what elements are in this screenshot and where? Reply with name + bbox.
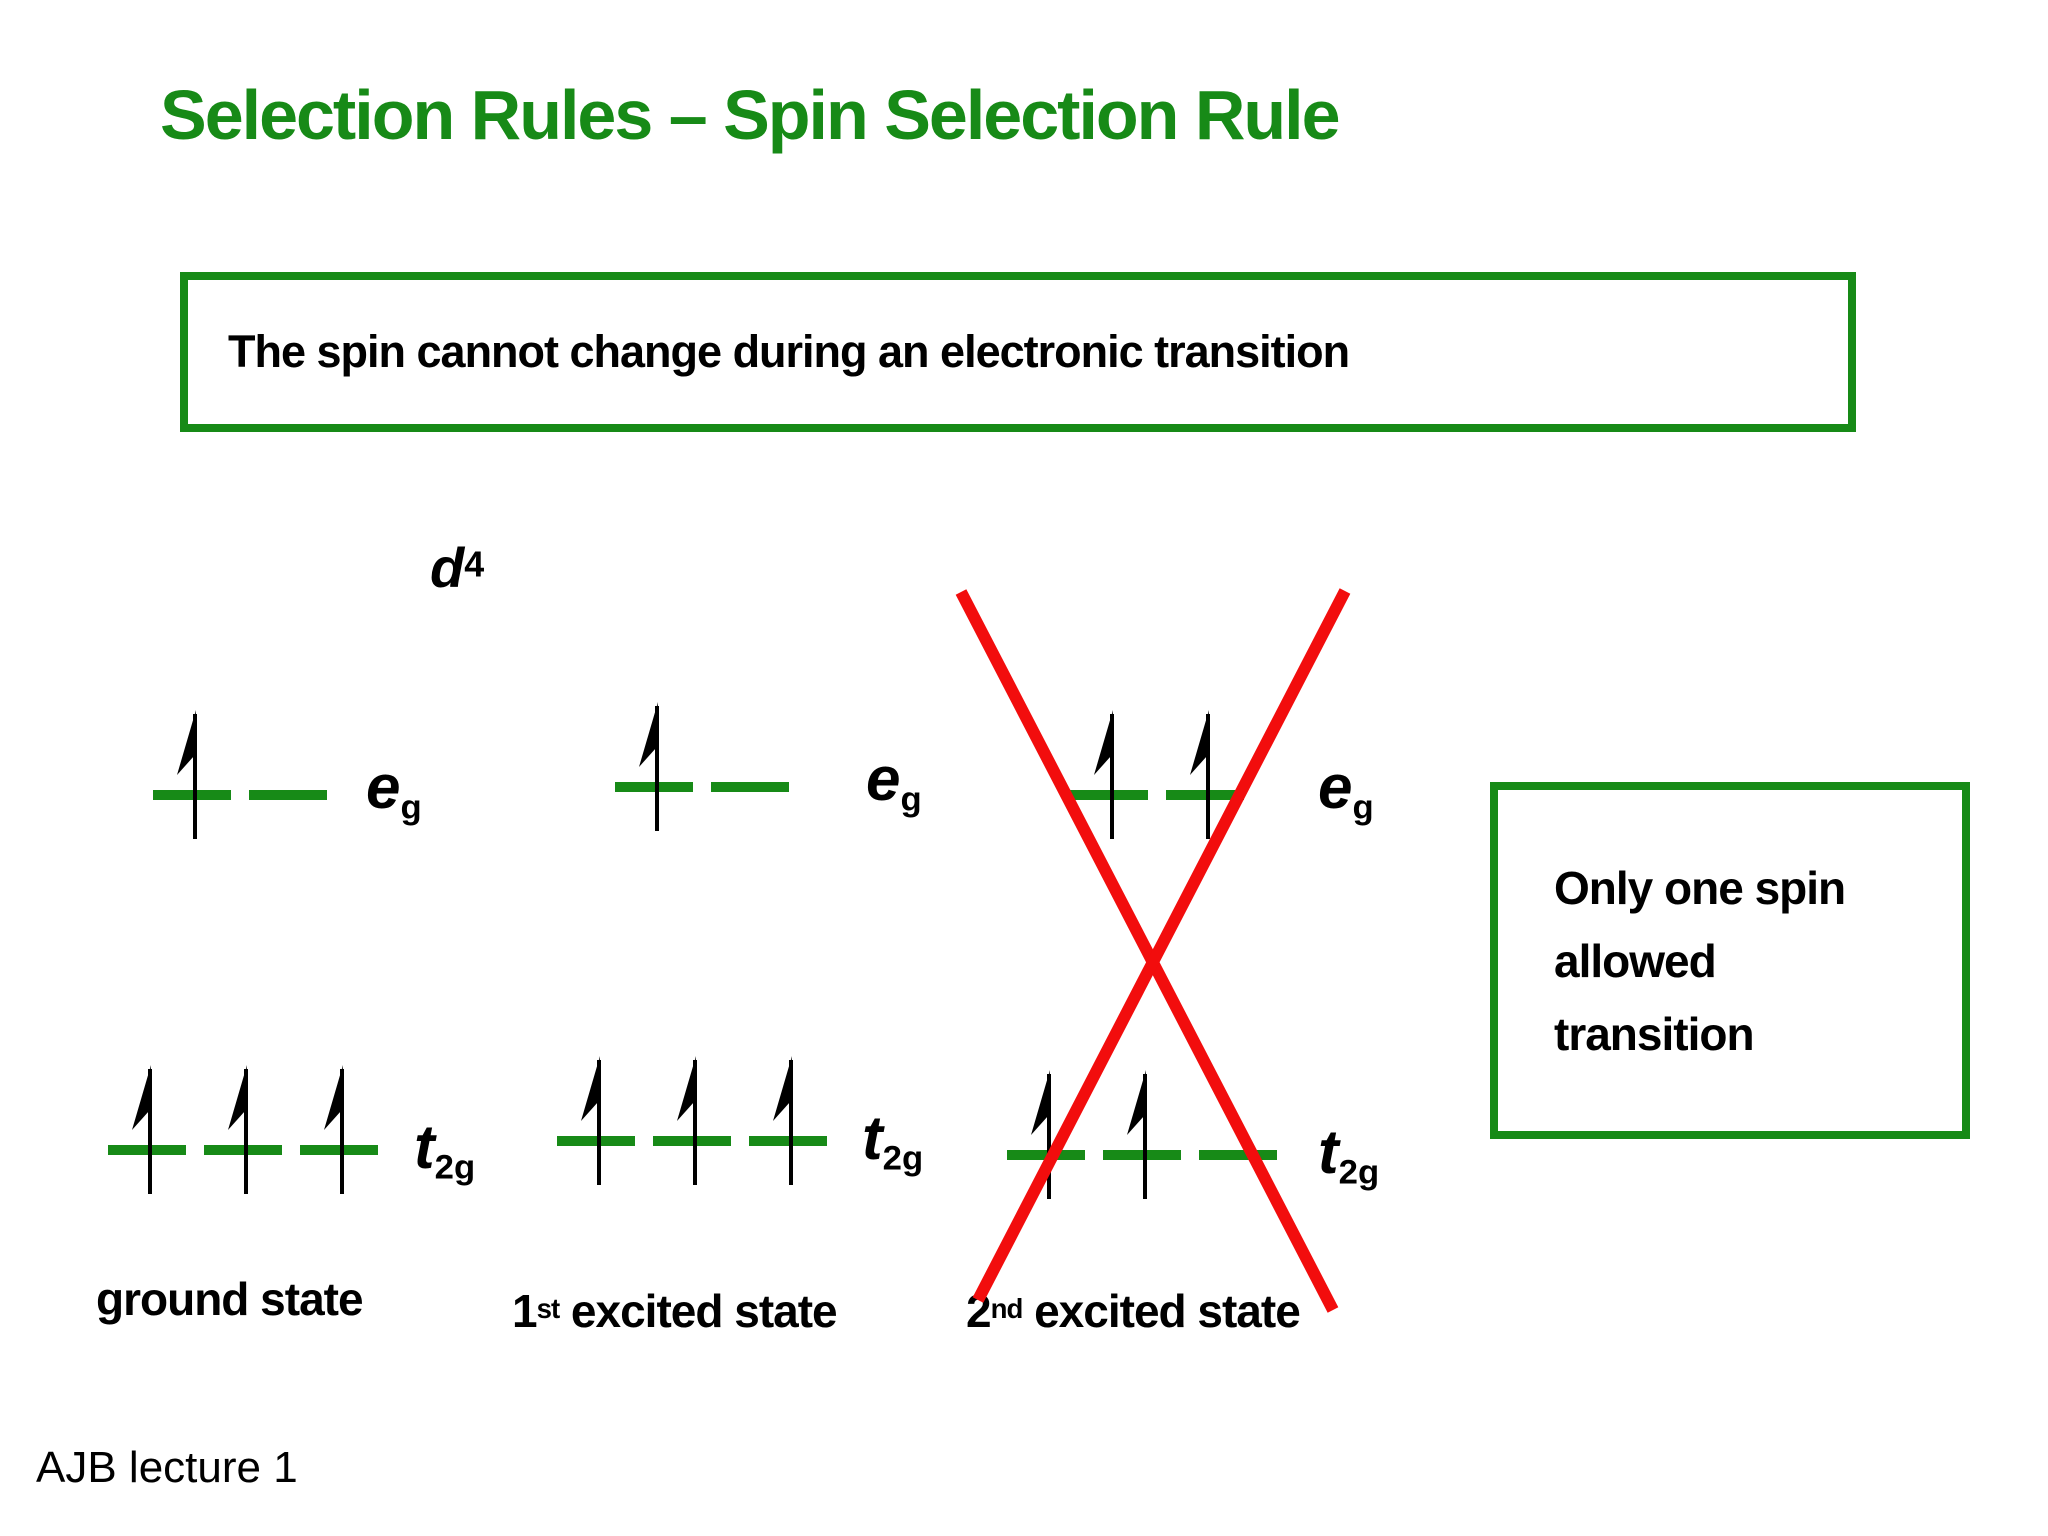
t2g-label: t2g	[862, 1104, 924, 1178]
t2g-label: t2g	[1318, 1118, 1380, 1192]
energy-level-dash	[749, 1136, 827, 1146]
state-label: ground state	[96, 1273, 364, 1325]
orbital	[153, 710, 231, 839]
spin-up-arrow-icon	[1127, 1070, 1147, 1199]
orbital	[557, 1056, 635, 1185]
spin-up-arrow-icon	[677, 1056, 697, 1185]
spin-up-arrow-icon	[581, 1056, 601, 1185]
t2g-level	[108, 1065, 378, 1194]
eg-level	[1070, 710, 1244, 839]
spin-up-arrow-icon	[1190, 710, 1210, 839]
spin-up-arrow-icon	[228, 1065, 248, 1194]
energy-level-dash	[300, 1145, 378, 1155]
orbital	[615, 702, 693, 831]
state-label: 1st excited state	[512, 1285, 838, 1337]
footer-credit: AJB lecture 1	[36, 1443, 298, 1492]
energy-level-dash	[1199, 1150, 1277, 1160]
rule-box: The spin cannot change during an electro…	[180, 272, 1856, 432]
spin-up-arrow-icon	[324, 1065, 344, 1194]
orbital	[108, 1065, 186, 1194]
energy-level-dash	[1166, 790, 1244, 800]
energy-level-dash	[557, 1136, 635, 1146]
eg-label: eg	[866, 745, 922, 819]
orbital	[1199, 1150, 1277, 1160]
orbital	[249, 790, 327, 800]
spin-up-arrow-icon	[639, 702, 659, 831]
orbital	[711, 782, 789, 792]
slide-title: Selection Rules – Spin Selection Rule	[160, 76, 1341, 154]
energy-level-dash	[204, 1145, 282, 1155]
callout-line: transition	[1554, 1008, 1755, 1060]
orbital	[1103, 1070, 1181, 1199]
callout-line: Only one spin	[1554, 862, 1846, 914]
energy-level-dash	[1103, 1150, 1181, 1160]
energy-level-dash	[249, 790, 327, 800]
orbital	[749, 1056, 827, 1185]
orbital	[204, 1065, 282, 1194]
energy-level-dash	[153, 790, 231, 800]
t2g-level	[557, 1056, 827, 1185]
spin-up-arrow-icon	[177, 710, 197, 839]
t2g-level	[1007, 1070, 1277, 1199]
energy-level-dash	[1007, 1150, 1085, 1160]
energy-level-dash	[108, 1145, 186, 1155]
callout-line: allowed	[1554, 935, 1717, 987]
eg-label: eg	[366, 753, 422, 827]
spin-up-arrow-icon	[1094, 710, 1114, 839]
t2g-label: t2g	[414, 1113, 476, 1187]
rule-text: The spin cannot change during an electro…	[228, 326, 1350, 377]
eg-label: eg	[1318, 753, 1374, 827]
energy-level-dash	[653, 1136, 731, 1146]
d-config-base: d	[430, 536, 465, 599]
orbital	[300, 1065, 378, 1194]
orbital	[653, 1056, 731, 1185]
d-config-exponent: 4	[464, 544, 485, 585]
orbital	[1070, 710, 1148, 839]
eg-level	[153, 710, 327, 839]
state-label: 2nd excited state	[966, 1285, 1301, 1337]
eg-level	[615, 702, 789, 831]
spin-up-arrow-icon	[132, 1065, 152, 1194]
energy-level-dash	[1070, 790, 1148, 800]
orbital	[1166, 710, 1244, 839]
d-config-label: d4	[430, 540, 484, 596]
energy-level-dash	[711, 782, 789, 792]
spin-up-arrow-icon	[1031, 1070, 1051, 1199]
spin-up-arrow-icon	[773, 1056, 793, 1185]
callout-box: Only one spin allowed transition	[1490, 782, 1970, 1139]
energy-level-dash	[615, 782, 693, 792]
orbital	[1007, 1070, 1085, 1199]
